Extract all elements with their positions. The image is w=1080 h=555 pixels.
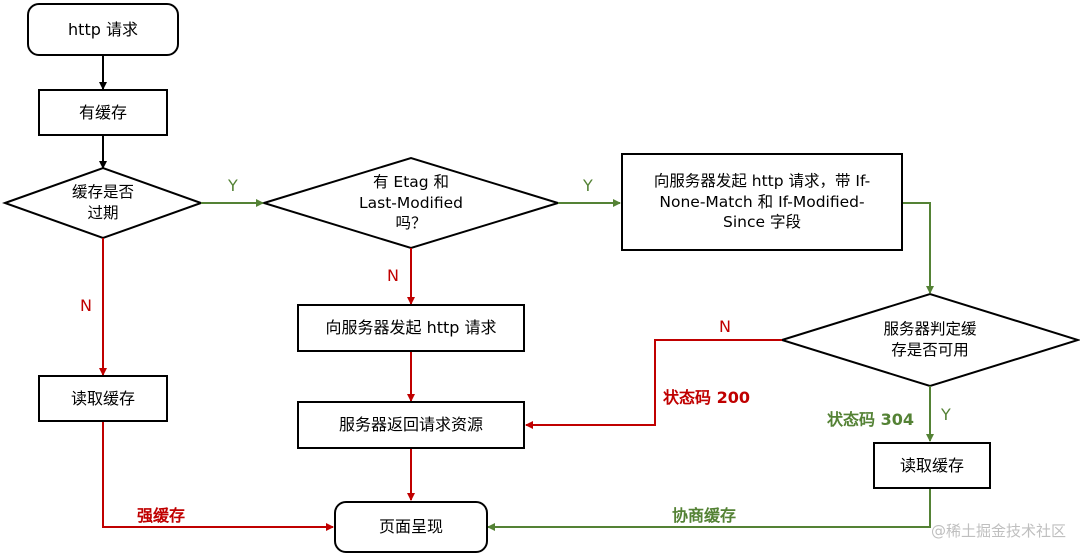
text-has-etag: 有 Etag 和 Last-Modified 吗？: [316, 166, 506, 240]
has-etag-line-2: Last-Modified: [358, 193, 464, 212]
watermark: @稀土掘金技术社区: [930, 522, 1066, 540]
conditional-line-1: 向服务器发起 http 请求，带 If-: [653, 171, 871, 190]
server-check-line-2: 存是否可用: [891, 341, 969, 359]
diamond-server-check: [778, 292, 1080, 388]
node-http-request: http 请求: [27, 3, 179, 56]
node-send-request: 向服务器发起 http 请求: [297, 304, 525, 352]
label-y-expired: Y: [228, 176, 238, 195]
arrow-conditional-to-check: [903, 202, 934, 294]
label-status-200: 状态码 200: [663, 388, 750, 407]
node-server-return: 服务器返回请求资源: [297, 401, 525, 449]
label-n-expired: N: [80, 296, 92, 315]
server-check-line-1: 服务器判定缓: [883, 320, 977, 339]
label-negotiated-cache: 协商缓存: [672, 506, 737, 525]
cache-expired-line-1: 缓存是否: [71, 183, 134, 202]
node-send-conditional-request: 向服务器发起 http 请求，带 If- None-Match 和 If-Mod…: [621, 153, 903, 251]
label-n-etag: N: [387, 266, 399, 285]
arrow-negotiated-cache: [487, 489, 931, 531]
has-etag-line-1: 有 Etag 和: [372, 172, 450, 191]
node-has-cache: 有缓存: [38, 89, 168, 136]
has-etag-line-3: 吗？: [395, 214, 427, 233]
node-read-cache-right: 读取缓存: [873, 442, 991, 489]
label-status-304: 状态码 304: [827, 410, 914, 429]
cache-expired-line-2: 过期: [87, 204, 119, 222]
conditional-line-2: None-Match 和 If-Modified-: [659, 192, 865, 211]
label-y-server: Y: [941, 405, 951, 424]
arrow-check-no: [525, 339, 782, 429]
text-server-check: 服务器判定缓 存是否可用: [860, 314, 1000, 366]
conditional-line-3: Since 字段: [723, 213, 801, 232]
label-y-etag: Y: [583, 176, 593, 195]
text-cache-expired: 缓存是否 过期: [40, 178, 166, 228]
label-n-server: N: [719, 317, 731, 336]
node-page-render: 页面呈现: [334, 501, 488, 553]
label-strong-cache: 强缓存: [137, 506, 186, 525]
arrow-strong-cache: [102, 422, 334, 531]
node-read-cache-left: 读取缓存: [38, 375, 168, 422]
